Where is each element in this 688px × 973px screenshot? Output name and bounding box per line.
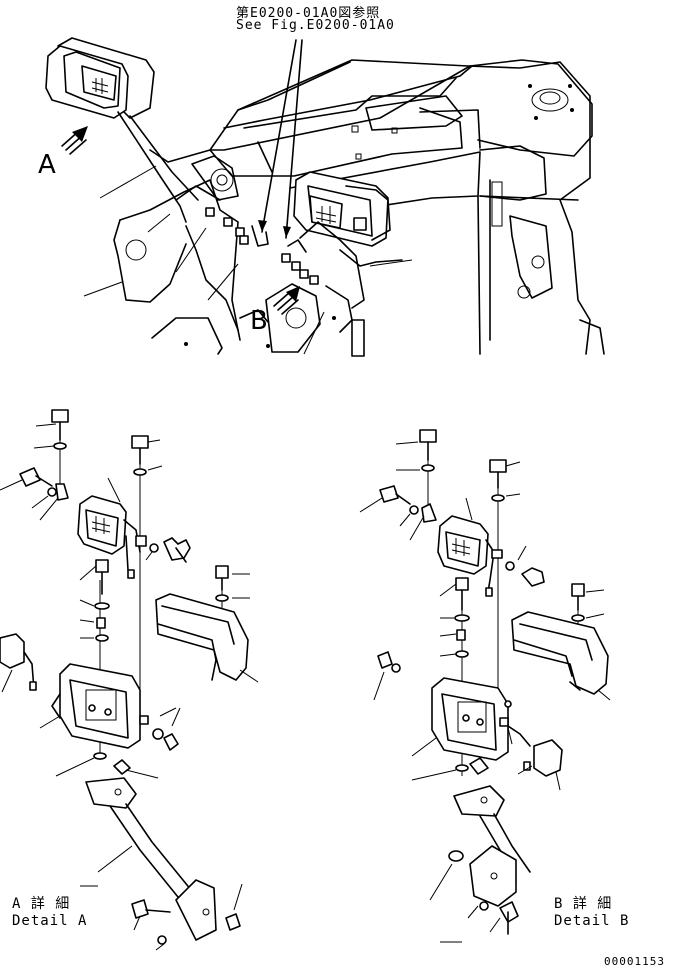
view-label-b: B [250,306,268,336]
detail-a-exploded-view [0,410,258,950]
view-label-a: A [38,150,56,180]
reference-note-en: See Fig.E0200-01A0 [236,18,395,33]
reference-note-jp: 第E0200-01A0図参照 [236,6,381,21]
detail-b-caption-en: Detail B [554,913,630,929]
detail-b-exploded-view [360,430,610,942]
frame-assembly-view [46,38,604,356]
detail-a-caption-jp: A 詳 細 [12,896,71,912]
detail-a-caption-en: Detail A [12,913,88,929]
drawing-number: 00001153 [604,955,665,968]
detail-b-caption-jp: B 詳 細 [554,896,613,912]
